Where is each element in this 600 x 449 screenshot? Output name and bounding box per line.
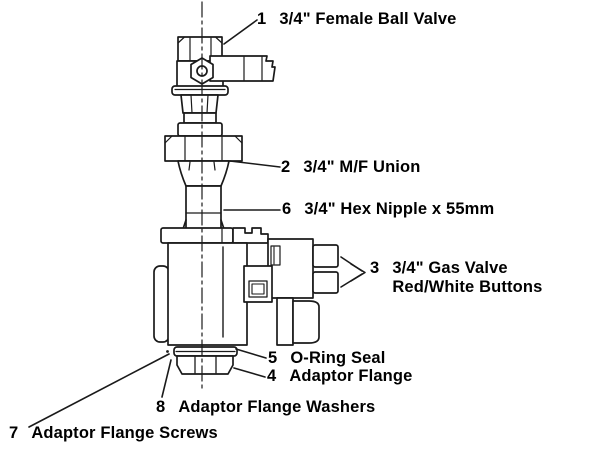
callout-5: 5 O-Ring Seal xyxy=(268,349,386,368)
callout-4-number: 4 xyxy=(267,367,277,385)
callout-6: 6 3/4" Hex Nipple x 55mm xyxy=(282,200,494,219)
callout-4-label: Adaptor Flange xyxy=(289,367,413,385)
callout-5-number: 5 xyxy=(268,349,278,367)
callout-5-label: O-Ring Seal xyxy=(290,349,386,367)
callout-2: 2 3/4" M/F Union xyxy=(281,158,421,177)
o-ring-seal-drawing xyxy=(173,346,238,357)
callout-3-label-line1: 3/4" Gas Valve xyxy=(392,259,508,277)
callout-1: 1 3/4" Female Ball Valve xyxy=(257,10,456,29)
leader-lines xyxy=(28,19,366,428)
callout-3-label-line2: Red/White Buttons xyxy=(392,278,543,297)
callout-8-label: Adaptor Flange Washers xyxy=(178,398,376,416)
callout-6-number: 6 xyxy=(282,200,292,218)
callout-1-label: 3/4" Female Ball Valve xyxy=(279,10,457,28)
callout-2-number: 2 xyxy=(281,158,291,176)
callout-1-number: 1 xyxy=(257,10,267,28)
callout-7-label: Adaptor Flange Screws xyxy=(31,424,218,442)
adaptor-flange-drawing xyxy=(176,355,234,375)
union-drawing xyxy=(164,122,243,187)
callout-7: 7 Adaptor Flange Screws xyxy=(9,424,218,443)
callout-3-number: 3 xyxy=(370,259,380,277)
callout-2-label: 3/4" M/F Union xyxy=(303,158,421,176)
gas-valve-drawing xyxy=(153,227,339,346)
ball-valve-drawing xyxy=(171,36,276,124)
callout-8-number: 8 xyxy=(156,398,166,416)
callout-4: 4 Adaptor Flange xyxy=(267,367,412,386)
callout-8: 8 Adaptor Flange Washers xyxy=(156,398,375,417)
callout-6-label: 3/4" Hex Nipple x 55mm xyxy=(304,200,495,218)
callout-7-number: 7 xyxy=(9,424,19,442)
hex-nipple-drawing xyxy=(182,185,225,230)
